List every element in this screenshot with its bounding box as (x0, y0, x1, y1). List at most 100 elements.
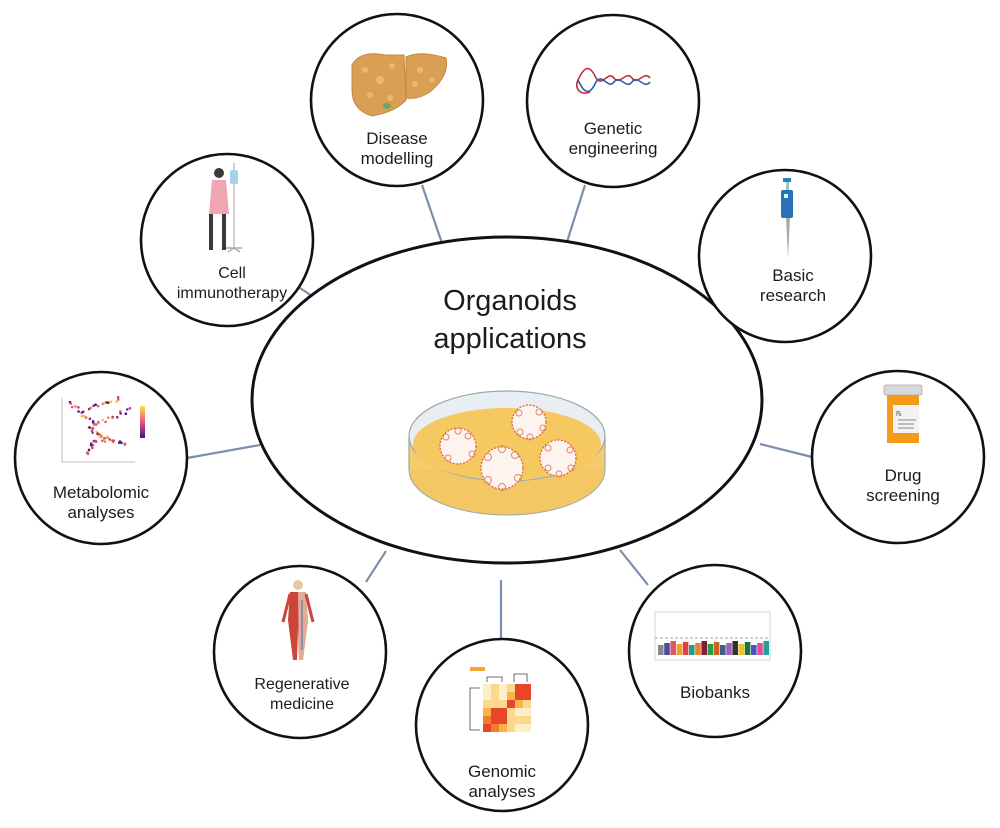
node-metabolomic-analyses: Metabolomic analyses (36, 483, 166, 523)
center-title-line2: applications (433, 323, 587, 355)
trajectory-point (89, 443, 93, 447)
trajectory-point (87, 448, 91, 452)
trajectory-point (106, 435, 109, 438)
manhattan-bar (720, 645, 726, 655)
heatmap-cell (523, 684, 531, 692)
heatmap-cell (491, 700, 499, 708)
node-biobanks: Biobanks (655, 683, 775, 703)
node-circle-genetic-engineering (525, 13, 701, 189)
heatmap-cell (507, 724, 515, 732)
node-circle-cell-immunotherapy (139, 152, 315, 328)
node-label-line1: Cell (218, 265, 246, 282)
trajectory-point (116, 396, 120, 399)
node-genetic-engineering: Genetic engineering (553, 119, 673, 159)
heatmap-cell (523, 708, 531, 716)
trajectory-point (109, 400, 113, 404)
trajectory-point (103, 436, 107, 440)
trajectory-point (101, 418, 105, 422)
trajectory-point (91, 446, 94, 450)
node-drug-screening: Drug screening (843, 466, 963, 506)
trajectory-point (115, 415, 119, 419)
node-circle-drug-screening (810, 369, 986, 545)
heatmap-cell (483, 716, 491, 724)
trajectory-point (77, 410, 80, 413)
trajectory-point (90, 429, 94, 433)
trajectory-point (92, 423, 96, 426)
trajectory-point (88, 417, 92, 421)
trajectory-point (70, 405, 74, 409)
manhattan-bar (689, 645, 695, 655)
trajectory-point (120, 441, 123, 445)
trajectory-point (88, 426, 91, 429)
trajectory-point (101, 439, 104, 443)
node-label-line1: Drug (884, 466, 922, 485)
manhattan-bar (670, 641, 676, 655)
center-title-line1: Organoids (443, 285, 577, 317)
pipette-icon (781, 178, 793, 258)
trajectory-point (84, 416, 88, 419)
node-label-line2: medicine (269, 696, 335, 713)
heatmap-cell (499, 708, 507, 716)
petri-dish-icon (408, 390, 606, 516)
patient-iv-icon (209, 163, 242, 253)
node-genomic-analyses: Genomic analyses (442, 762, 562, 802)
heatmap-cell (499, 692, 507, 700)
trajectory-point (107, 416, 110, 420)
trajectory-plot-icon (61, 396, 145, 463)
heatmap-cell (499, 724, 507, 732)
connector-disease-modelling (420, 184, 445, 247)
node-label-line1: Genomic (467, 762, 537, 781)
heatmap-cell (515, 716, 523, 724)
node-label-line1: Genetic (583, 119, 643, 138)
manhattan-plot-icon (654, 611, 771, 661)
heatmap-cell (523, 716, 531, 724)
trajectory-point (102, 402, 106, 405)
pill-bottle-icon: ℞ (883, 384, 923, 443)
trajectory-point (103, 440, 107, 443)
manhattan-bar (751, 645, 757, 655)
node-label-line1: Regenerative (254, 676, 350, 693)
node-label-line2: analyses (468, 782, 536, 801)
node-label-line2: research (759, 286, 827, 305)
heatmap-cell (483, 700, 491, 708)
manhattan-bar (664, 643, 670, 655)
heatmap-cell (515, 692, 523, 700)
trajectory-point (112, 439, 115, 442)
trajectory-point (93, 439, 97, 443)
node-label-line2: immunotherapy (176, 285, 288, 302)
node-label-line1: Biobanks (680, 683, 750, 702)
heatmap-cell (499, 684, 507, 692)
heatmap-cell (499, 716, 507, 724)
heatmap-cell (507, 684, 515, 692)
heatmap-cell (491, 708, 499, 716)
trajectory-point (92, 404, 95, 408)
node-label-line2: engineering (568, 139, 658, 158)
manhattan-bar (763, 641, 769, 655)
heatmap-cell (483, 708, 491, 716)
trajectory-point (91, 426, 95, 430)
svg-text:℞: ℞ (896, 410, 902, 418)
manhattan-bar (732, 641, 738, 655)
node-label-line2: analyses (67, 503, 135, 522)
trajectory-point (94, 403, 97, 407)
heatmap-cell (483, 724, 491, 732)
manhattan-bar (695, 643, 701, 655)
connector-regenerative-medicine (365, 550, 387, 583)
heatmap-cell (491, 692, 499, 700)
dna-icon (575, 67, 651, 94)
trajectory-point (82, 414, 86, 418)
trajectory-point (74, 405, 77, 408)
connector-biobanks (619, 549, 649, 586)
heatmap-cell (491, 724, 499, 732)
manhattan-bar (744, 642, 751, 655)
trajectory-point (123, 442, 126, 446)
trajectory-point (89, 406, 93, 410)
heatmap-cell (507, 716, 515, 724)
trajectory-point (106, 401, 110, 405)
heatmap-cell (499, 700, 507, 708)
trajectory-point (104, 420, 107, 424)
heatmap-cell (483, 684, 491, 692)
trajectory-point (117, 398, 120, 401)
trajectory-point (96, 432, 99, 436)
manhattan-bar (713, 642, 720, 655)
